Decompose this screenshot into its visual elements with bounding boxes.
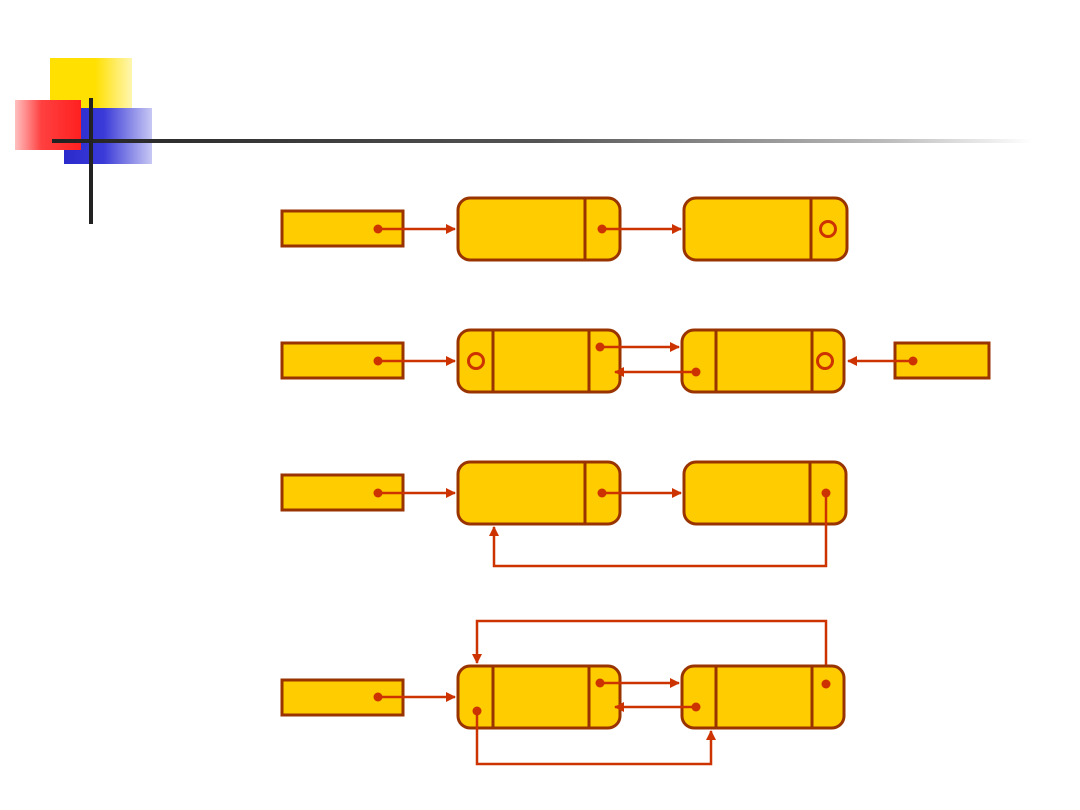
deco-horizontal-rule — [52, 139, 1032, 143]
circular-singly-linked-list — [280, 460, 848, 568]
list-node — [456, 328, 622, 394]
list-node — [682, 460, 848, 526]
null-terminator-icon — [467, 352, 485, 370]
circular-back-link-arrow — [489, 493, 828, 568]
pointer-dot — [821, 679, 831, 689]
wrap-forward-link-arrow — [472, 619, 828, 684]
list-node — [456, 664, 622, 730]
singly-linked-list — [280, 196, 849, 262]
wrap-backward-link-arrow — [475, 711, 716, 766]
null-terminator-icon — [819, 220, 837, 238]
doubly-linked-list — [280, 328, 991, 394]
list-node — [456, 460, 622, 526]
null-terminator-icon — [816, 352, 834, 370]
list-node — [682, 196, 849, 262]
list-node — [680, 328, 846, 394]
circular-doubly-linked-list — [280, 619, 846, 766]
deco-vertical-rule — [89, 98, 93, 224]
list-node — [680, 664, 846, 730]
list-node — [456, 196, 622, 262]
